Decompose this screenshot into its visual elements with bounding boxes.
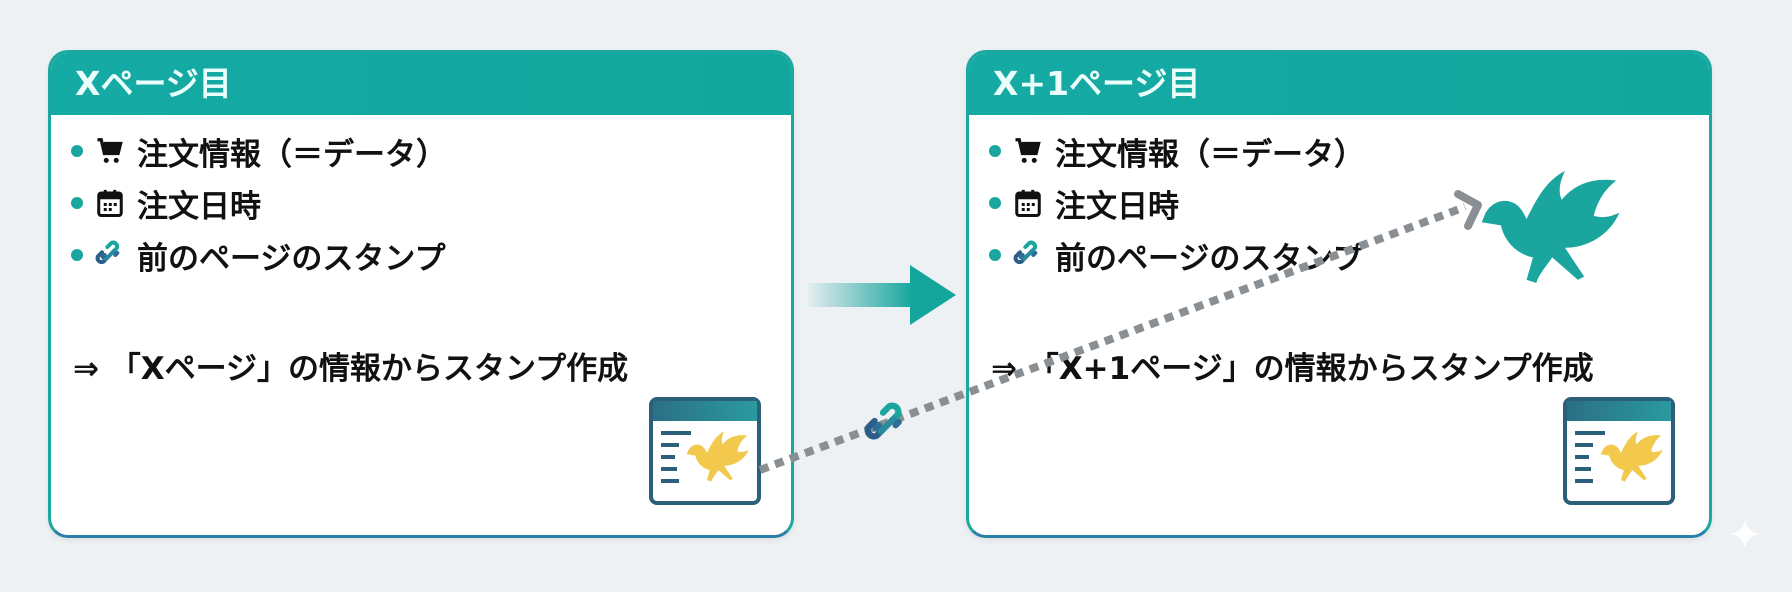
result-text: ⇒ 「Xページ」の情報からスタンプ作成: [73, 351, 629, 387]
list-item-prev-stamp: 前のページのスタンプ: [989, 229, 1365, 281]
item-label: 注文情報（＝データ）: [137, 136, 447, 173]
bullet-icon: [989, 249, 1001, 261]
item-label: 注文日時: [1055, 188, 1179, 225]
list-item-order-info: 注文情報（＝データ）: [71, 125, 447, 177]
bullet-icon: [71, 197, 83, 209]
link-arrowhead-icon: [1454, 190, 1482, 230]
item-label: 注文日時: [137, 188, 261, 225]
item-list: 注文情報（＝データ） 注文日時 前のページのスタンプ: [989, 125, 1365, 281]
item-label: 前のページのスタンプ: [137, 240, 446, 277]
item-list: 注文情報（＝データ） 注文日時 前のページのスタンプ: [71, 125, 447, 281]
chain-link-icon: [854, 392, 921, 459]
card-title: Xページ目: [51, 53, 791, 115]
dotted-link-line: [758, 203, 1467, 474]
list-item-order-date: 注文日時: [989, 177, 1365, 229]
card-title: X+1ページ目: [969, 53, 1709, 115]
list-item-order-info: 注文情報（＝データ）: [989, 125, 1365, 177]
page-x-card: Xページ目 注文情報（＝データ） 注文日時 前のページのスタンプ ⇒ 「Xページ…: [48, 50, 794, 538]
bullet-icon: [71, 249, 83, 261]
list-item-prev-stamp: 前のページのスタンプ: [71, 229, 447, 281]
page-x-plus-1-card: X+1ページ目 注文情報（＝データ） 注文日時 前のページのスタンプ ⇒ 「X+…: [966, 50, 1712, 538]
stamp-window-icon: [649, 397, 761, 505]
list-item-order-date: 注文日時: [71, 177, 447, 229]
item-label: 注文情報（＝データ）: [1055, 136, 1365, 173]
bullet-icon: [989, 197, 1001, 209]
item-label: 前のページのスタンプ: [1055, 240, 1364, 277]
stamp-window-icon: [1563, 397, 1675, 505]
bullet-icon: [989, 145, 1001, 157]
sparkle-icon: [1731, 520, 1759, 548]
bullet-icon: [71, 145, 83, 157]
next-page-arrow-icon: [808, 265, 956, 325]
result-text: ⇒ 「X+1ページ」の情報からスタンプ作成: [991, 351, 1594, 387]
